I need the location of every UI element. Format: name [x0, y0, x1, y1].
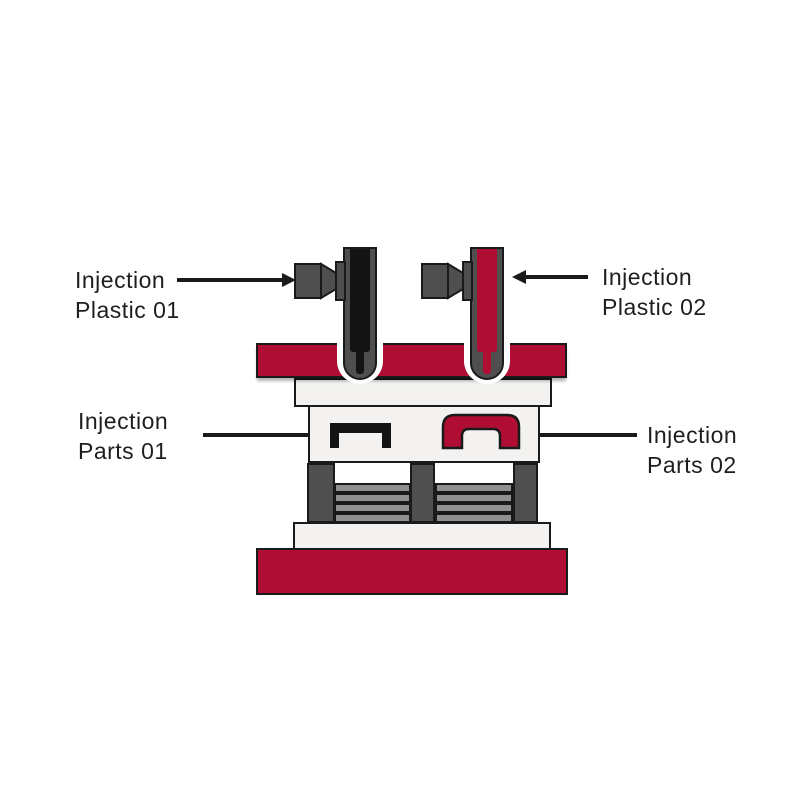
- label-injection-plastic-02: Injection Plastic 02: [602, 262, 707, 322]
- hopper-box: [421, 263, 449, 299]
- ejector-bar: [435, 493, 513, 503]
- plastic-core-black: [350, 249, 370, 352]
- lower-mold-plate: [293, 522, 551, 550]
- hopper-attachment: [421, 261, 473, 301]
- molded-part-01-black-bracket: [330, 423, 391, 448]
- ejector-bar: [334, 503, 411, 513]
- label-line: Parts 01: [78, 438, 168, 464]
- hopper-box: [294, 263, 322, 299]
- ejector-bar: [334, 493, 411, 503]
- support-pillar-right: [513, 463, 538, 523]
- support-pillar-center: [410, 463, 435, 523]
- label-line: Parts 02: [647, 452, 737, 478]
- plastic-channel-red: [483, 350, 491, 374]
- label-line: Injection: [75, 267, 166, 293]
- upper-mold-plate: [294, 378, 552, 407]
- hopper-taper: [447, 262, 464, 300]
- hopper-attachment: [294, 261, 346, 301]
- support-pillar-left: [307, 463, 335, 523]
- molded-parts: [330, 413, 521, 450]
- label-line: Plastic 01: [75, 297, 180, 323]
- bottom-clamp-plate: [256, 548, 568, 595]
- arrow-head-right-icon: [282, 273, 296, 287]
- arrow-shaft: [177, 278, 284, 282]
- label-line: Injection: [647, 422, 738, 448]
- arrow-shaft: [525, 275, 588, 279]
- ejector-bar: [435, 503, 513, 513]
- arrow-shaft: [538, 433, 637, 437]
- molded-part-02-red-bracket: [441, 413, 521, 450]
- hopper-flange: [462, 261, 473, 301]
- ejector-stack-right: [435, 483, 513, 523]
- top-clamp-plate: [256, 343, 567, 378]
- hopper-flange: [335, 261, 346, 301]
- label-injection-plastic-01: Injection Plastic 01: [75, 265, 180, 325]
- label-injection-parts-02: Injection Parts 02: [647, 420, 737, 480]
- label-line: Plastic 02: [602, 294, 707, 320]
- label-line: Injection: [602, 264, 693, 290]
- label-injection-parts-01: Injection Parts 01: [78, 406, 168, 466]
- hopper-taper: [320, 262, 337, 300]
- plastic-channel-black: [356, 350, 364, 374]
- arrow-head-left-icon: [512, 270, 526, 284]
- ejector-stack-left: [334, 483, 411, 523]
- arrow-shaft: [203, 433, 312, 437]
- ejector-bar: [334, 483, 411, 493]
- ejector-bar: [435, 483, 513, 493]
- plastic-core-red: [477, 249, 497, 352]
- label-line: Injection: [78, 408, 169, 434]
